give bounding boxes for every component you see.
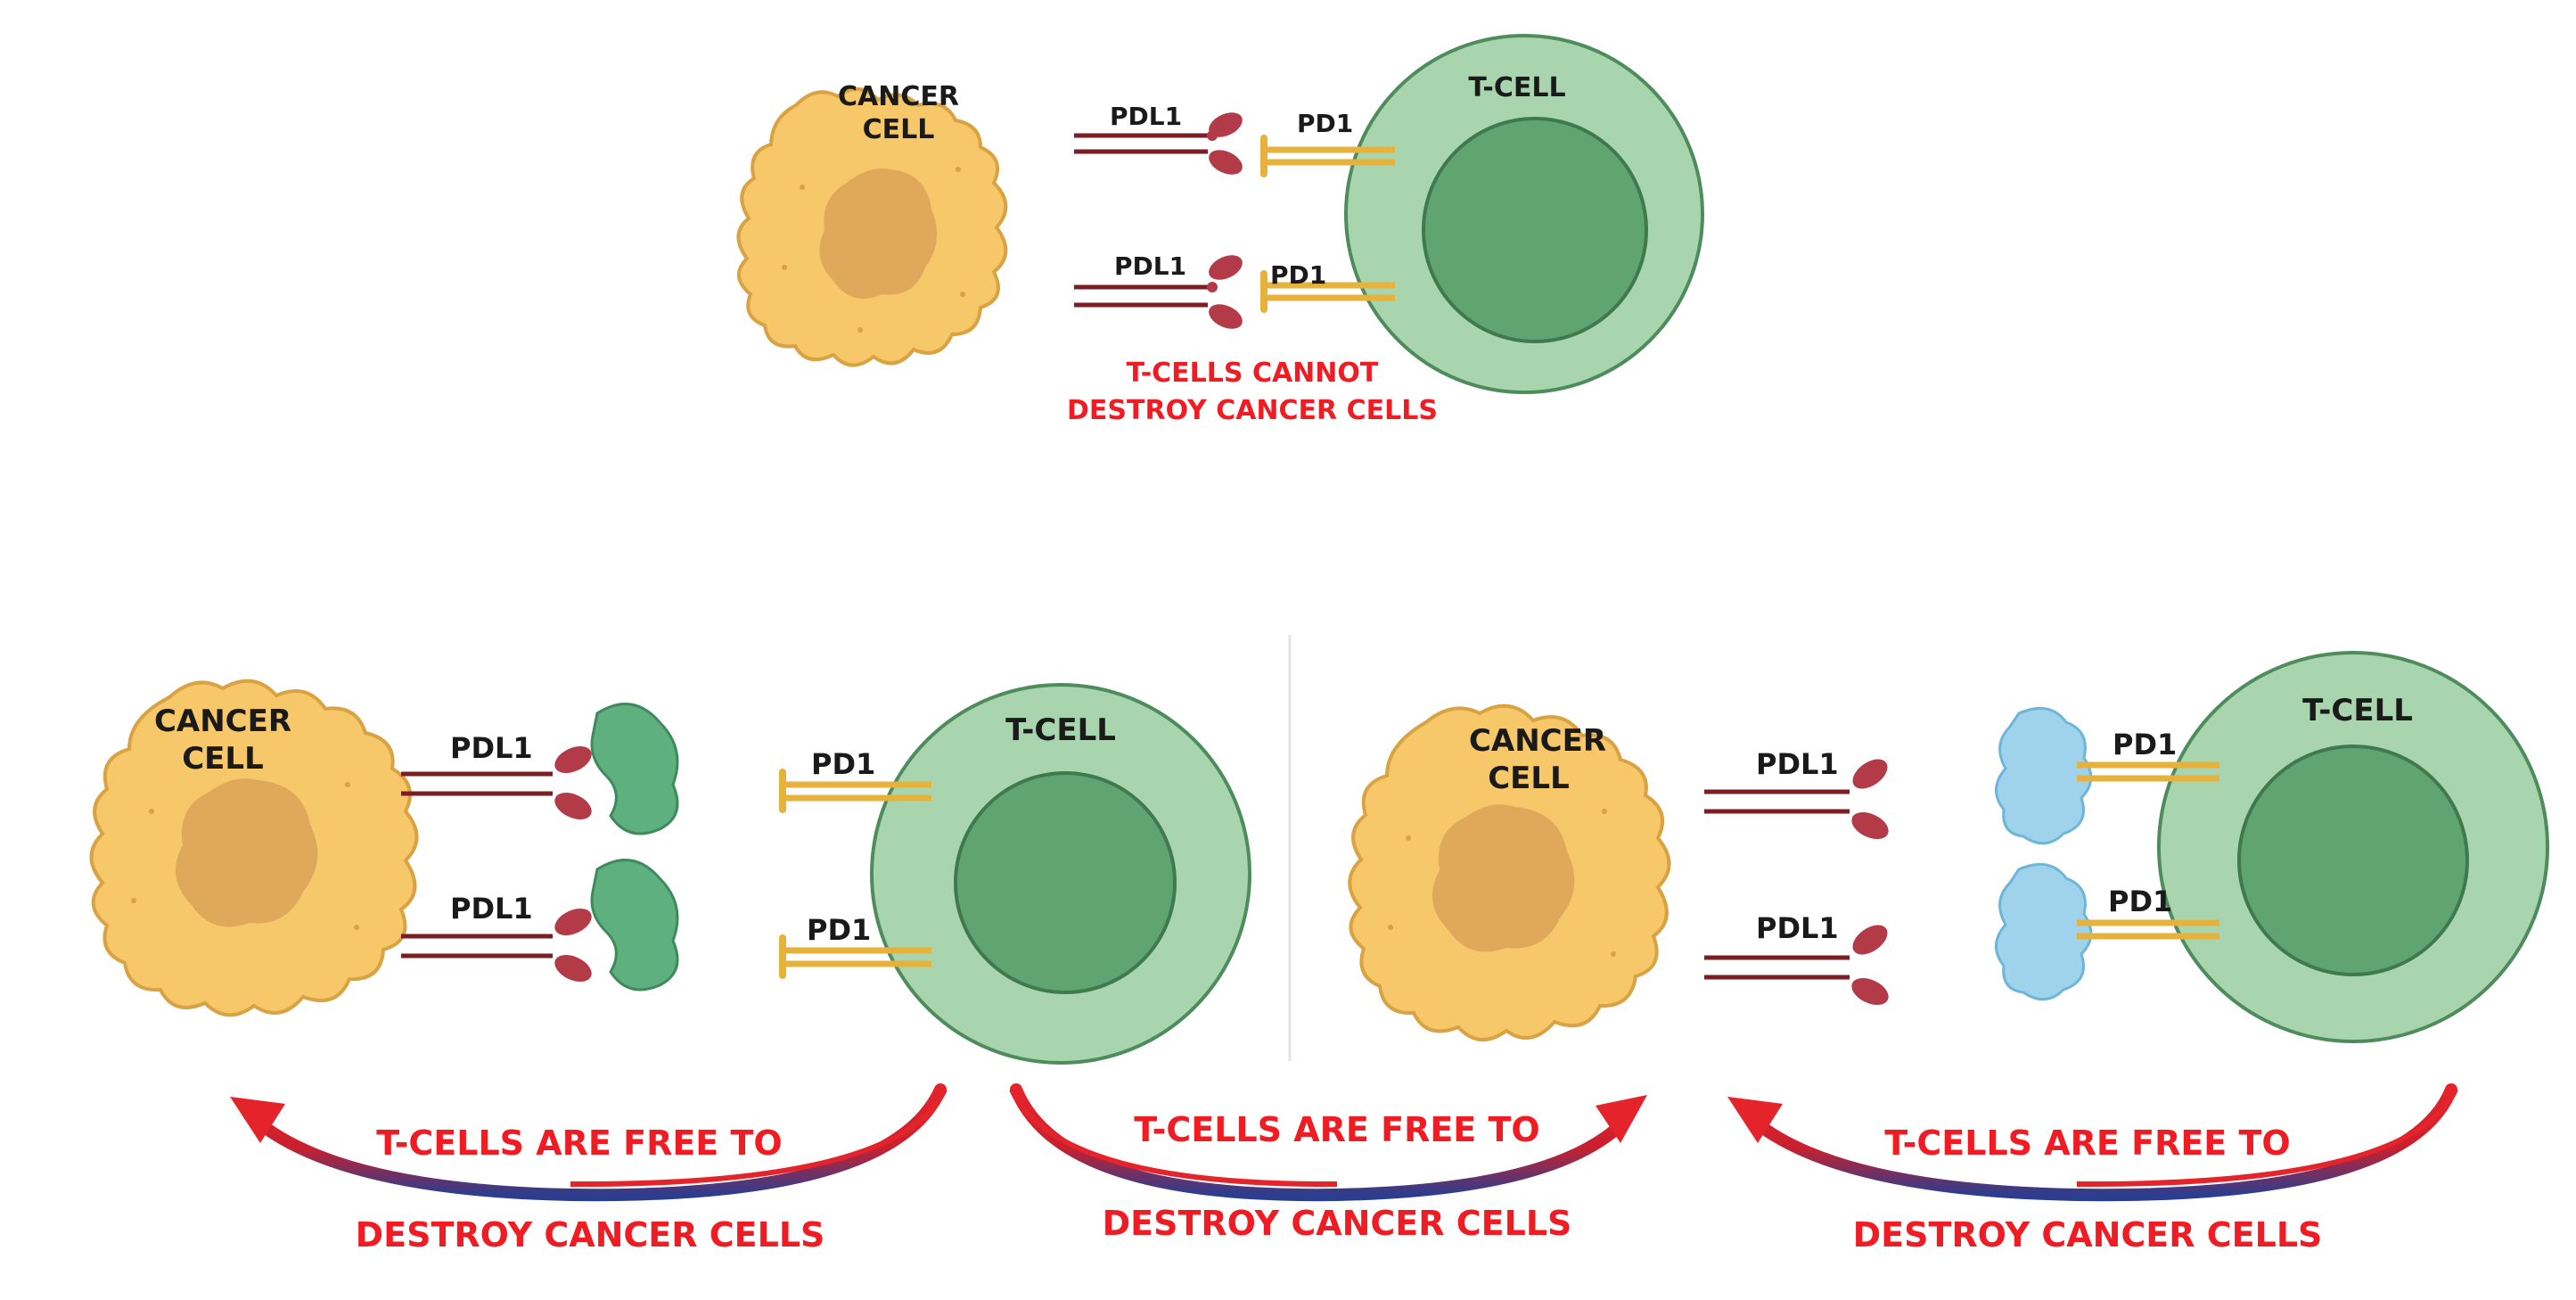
cancer-speck [857, 327, 863, 333]
anti-pdl1-antibody [590, 703, 679, 835]
anti-pd1-antibody [1995, 706, 2093, 845]
top-panel: CANCER CELL T-CELL PDL1 PDL1 PD1 PD1 T-C… [736, 34, 1704, 426]
pd1-receptor [2077, 919, 2219, 940]
caption-right: T-CELLS ARE FREE TO [1884, 1123, 2290, 1163]
pdl1-receptor [1074, 255, 1243, 329]
bottom-right-panel: CANCER CELL T-CELL PDL1 PDL1 PD1 PD1 [1348, 651, 2549, 1043]
cancer-cell-label: CELL [182, 741, 264, 777]
cancer-speck [960, 292, 965, 297]
anti-pd1-antibody [1995, 862, 2093, 1001]
cancer-speck [131, 898, 136, 903]
t-cell-nucleus [954, 771, 1177, 994]
pdl1-receptor [401, 908, 592, 983]
cancer-speck [149, 809, 154, 814]
pd1-label: PD1 [811, 747, 875, 781]
cancer-cell-label: CANCER [1469, 723, 1606, 759]
cancer-nucleus [1432, 804, 1575, 952]
pdl1-label: PDL1 [1756, 911, 1839, 945]
t-cell-nucleus [2237, 745, 2469, 976]
pdl1-label: PDL1 [450, 731, 533, 765]
cancer-cell-label: CANCER [154, 703, 291, 739]
t-cell-label: T-CELL [1468, 72, 1565, 103]
pd1-receptor [779, 934, 931, 979]
caption-left: DESTROY CANCER CELLS [356, 1215, 825, 1255]
top-caption: T-CELLS CANNOT [1127, 358, 1379, 389]
t-cell-label: T-CELL [2302, 693, 2413, 728]
pdl1-receptor [1704, 759, 1889, 840]
top-caption: DESTROY CANCER CELLS [1067, 395, 1438, 426]
anti-pdl1-antibody [590, 859, 679, 991]
t-cell-nucleus [1422, 117, 1648, 343]
pdl1-label: PDL1 [1114, 251, 1186, 281]
caption-right: DESTROY CANCER CELLS [1853, 1215, 2323, 1255]
caption-left: T-CELLS ARE FREE TO [376, 1123, 782, 1163]
cancer-speck [782, 265, 787, 270]
pdl1-receptor [401, 745, 592, 820]
cancer-speck [345, 782, 350, 787]
bottom-left-panel: CANCER CELL T-CELL PDL1 PDL1 PD1 PD1 [89, 679, 1251, 1065]
pd1-receptor [1260, 270, 1395, 313]
cancer-speck [800, 185, 805, 190]
pd1-label: PD1 [807, 913, 871, 947]
curved-arrow [1727, 1083, 2458, 1202]
t-cell-label: T-CELL [1005, 712, 1116, 748]
caption-center: T-CELLS ARE FREE TO [1134, 1110, 1539, 1149]
cancer-cell-label: CELL [863, 114, 935, 145]
pd1-label: PD1 [2108, 884, 2172, 918]
cancer-speck [1611, 951, 1616, 957]
curved-arrow [1009, 1083, 1647, 1202]
pdl1-receptor [1704, 925, 1889, 1006]
cancer-cell-label: CANCER [838, 81, 959, 112]
cancer-speck [956, 167, 961, 172]
caption-center: DESTROY CANCER CELLS [1103, 1204, 1572, 1243]
cancer-speck [354, 925, 359, 930]
curved-arrow [230, 1083, 948, 1202]
cancer-nucleus [176, 778, 318, 927]
pd1-receptor [1260, 135, 1395, 177]
cancer-speck [1406, 835, 1411, 841]
pdl1-label: PDL1 [1756, 747, 1839, 781]
pdl1-receptor [1074, 112, 1243, 175]
pd1-receptor [2077, 761, 2219, 782]
pdl1-label: PDL1 [450, 892, 533, 926]
cancer-cell-label: CELL [1488, 761, 1570, 796]
cancer-speck [1602, 809, 1607, 814]
pd1-label: PD1 [2112, 728, 2177, 761]
pd1-label: PD1 [1270, 260, 1326, 290]
pdl1-label: PDL1 [1110, 102, 1182, 131]
cancer-speck [1388, 925, 1393, 930]
pd1-label: PD1 [1297, 109, 1353, 138]
pd1-receptor [779, 769, 931, 813]
cancer-nucleus [819, 169, 938, 299]
